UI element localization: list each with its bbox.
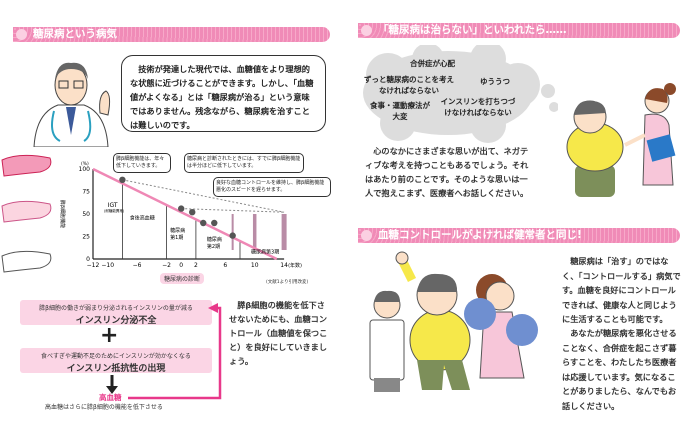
section-header-diabetes: 糖尿病という病気 [13, 27, 330, 42]
source-note: (文献1より引用改変) [266, 280, 309, 285]
controlled-dotted-line [181, 208, 285, 213]
section-title: 血糖コントロールがよければ健常者と同じ! [378, 229, 582, 241]
section-header-control: 血糖コントロールがよければ健常者と同じ! [358, 228, 680, 243]
x-tick-label: −2 [162, 262, 171, 269]
x-tick-label: 14 [280, 262, 288, 269]
x-tick-label: 10 [251, 262, 259, 269]
trend-dotted-line [122, 179, 285, 213]
section-header-not-curable: 「糖尿病は治らない」といわれたら…… [358, 23, 680, 38]
negative-feelings-text: 心のなかにさまざまな思いが出て、ネガティブな考えを持つこともあるでしょう。それは… [365, 146, 529, 198]
diagnosis-label: 糖尿病の診断 [160, 273, 205, 284]
x-tick-label: 6 [223, 262, 227, 269]
y-axis-label: 膵β細胞機能 [59, 200, 66, 228]
cheering-illustration [369, 251, 538, 392]
data-point [189, 209, 196, 216]
insulin-resistance-box: 食べすぎや運動不足のためにインスリンが効かなくなるインスリン抵抗性の出現 [20, 348, 212, 374]
worry-insulin: インスリンを打ちつづけなければならない [440, 97, 516, 117]
flow-arrows [106, 303, 222, 400]
hyperglycemia-label: 高血糖 [99, 393, 122, 402]
phase-hyperglycemia-label: 食後高血糖 [130, 214, 155, 221]
worry-depressed: ゆううつ [480, 77, 510, 86]
hyperglycemia-note: 高血糖はさらに膵β細胞の機能を低下させる [45, 404, 163, 411]
x-tick-label: −10 [101, 262, 114, 269]
y-tick-label: 75 [82, 189, 90, 196]
plus-icon: + [100, 323, 119, 348]
phase2-label: 第2期 [207, 243, 220, 250]
data-point [211, 219, 218, 227]
control-explanation-text: 糖尿病は「治す」のではなく、「コントロールする」病気です。血糖を良好にコントロー… [562, 256, 681, 324]
x-tick-label: −12 [87, 262, 100, 269]
data-point [119, 176, 126, 183]
pancreas-illustrations [1, 154, 52, 273]
section-title: 糖尿病という病気 [33, 28, 117, 40]
phase1-label: 糖尿病 [170, 227, 185, 234]
box-caption: 食べすぎや運動不足のためにインスリンが効かなくなる [41, 353, 191, 360]
section-title: 「糖尿病は治らない」といわれたら…… [378, 24, 567, 36]
y-tick-label: 50 [82, 211, 90, 218]
worry-complications: 合併症が心配 [410, 59, 455, 68]
callout-diagnosis: 糖尿病と診断されたときには、すでに膵β細胞機能は半分ほどに低下しています。 [184, 153, 304, 173]
data-point [178, 205, 185, 212]
data-point [200, 219, 207, 227]
x-tick-label: 2 [194, 262, 198, 269]
worry-always-think: ずっと糖尿病のことを考えなければならない [364, 75, 454, 95]
patient-and-nurse-illustration [566, 83, 676, 197]
callout-control: 良好な血糖コントロールを維持し、膵β細胞機能悪化のスピードを遅らせます。 [213, 177, 331, 197]
doctor-speech-bubble: 技術が発達した現代では、血糖値をより理想的な状態に近づけることができます。しかし… [121, 55, 326, 132]
beta-cell-advice-text: 膵β細胞の機能を低下させないためにも、血糖コントロール（血糖値を保つこと）を良好… [229, 300, 328, 366]
x-tick-label: 0 [179, 262, 183, 269]
bullet-icon [16, 29, 27, 40]
data-point [229, 232, 236, 239]
box-heading: インスリン分泌不全 [75, 316, 157, 326]
doctor-illustration [33, 62, 111, 147]
insulin-secretion-box: 膵β細胞の働きが弱まり分泌されるインスリンの量が減るインスリン分泌不全 [20, 300, 212, 326]
support-message-text: あなたが糖尿病を悪化させることなく、合併症を起こさず暮らすことを、わたしたち医療… [562, 328, 677, 411]
phase-igt-label: IGT [108, 202, 118, 209]
bullet-icon [361, 230, 372, 241]
box-caption: 膵β細胞の働きが弱まり分泌されるインスリンの量が減る [39, 305, 193, 312]
callout-decline: 膵β細胞機能は、年々低下していきます。 [113, 153, 171, 173]
beta-cell-decline-line [92, 167, 278, 261]
y-tick-label: 0 [86, 256, 90, 263]
phase-igt-sublabel: (耐糖能異常) [104, 208, 125, 213]
thought-cloud [363, 45, 558, 143]
y-tick-label: 100 [79, 166, 91, 173]
phase1-label: 第1期 [170, 234, 183, 241]
x-tick-label: −6 [133, 262, 142, 269]
x-unit: (年数) [288, 262, 302, 269]
y-tick-label: 25 [82, 234, 90, 241]
y-unit: (%) [81, 161, 89, 167]
phase3-label: 糖尿病第3期 [251, 249, 279, 256]
beta-cell-function-chart: 0 25 50 75 100 −12−10 −6 −2 0 2 6 10 14 (%) (年数) 膵β細胞機能… [59, 161, 302, 269]
phase2-label: 糖尿病 [207, 236, 222, 243]
bullet-icon [361, 25, 372, 36]
worry-diet-exercise: 食事・運動療法が大変 [370, 101, 430, 121]
box-heading: インスリン抵抗性の出現 [66, 364, 166, 374]
